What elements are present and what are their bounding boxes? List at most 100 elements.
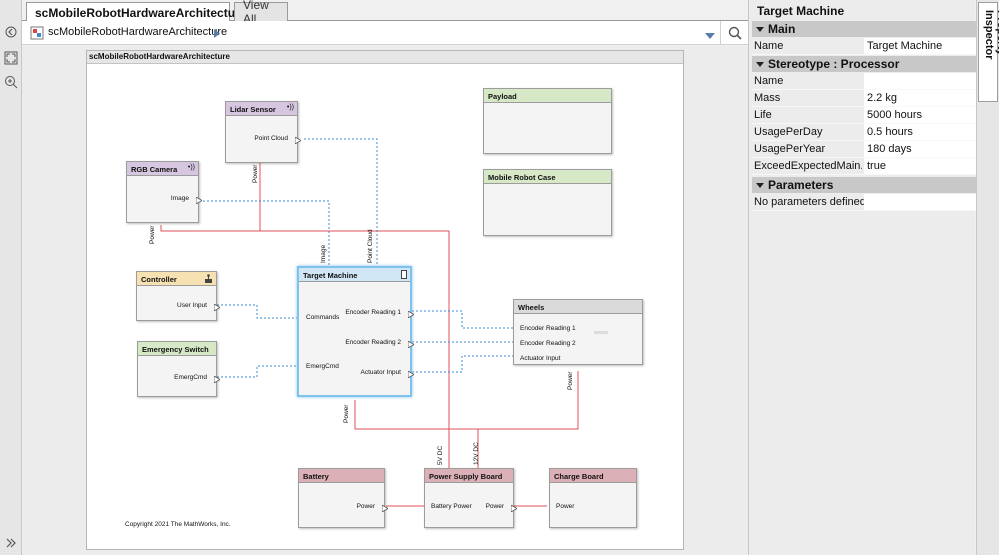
component-title: Charge Board — [550, 469, 636, 483]
property-row: No parameters defined — [752, 194, 976, 211]
port-label: Battery Power — [431, 503, 472, 510]
component-rgb-camera[interactable]: RGB Camera •)) Image — [126, 161, 203, 223]
signal-wire — [203, 200, 330, 266]
port-label: EmergCmd — [174, 374, 207, 381]
section-header: Parameters — [768, 178, 834, 192]
back-icon[interactable] — [3, 24, 19, 40]
component-emergency-switch[interactable]: Emergency Switch EmergCmd — [137, 341, 221, 397]
collapse-icon — [756, 62, 764, 68]
port-label-power: Power — [252, 164, 259, 183]
property-key: ExceedExpectedMain... — [754, 160, 862, 172]
model-icon — [30, 26, 44, 40]
property-key: Life — [754, 109, 772, 121]
signal-wire — [304, 138, 378, 266]
section-header: Stereotype : Processor — [768, 57, 900, 71]
component-power-supply-board[interactable]: Power Supply Board Battery Power Power — [424, 468, 518, 528]
component-title: Payload — [484, 89, 611, 103]
port-label-power: Power — [343, 404, 350, 423]
component-target-machine[interactable]: Target Machine Commands EmergCmd Encoder… — [297, 266, 415, 397]
component-title: Wheels — [514, 300, 642, 314]
property-key: Name — [754, 75, 784, 87]
component-payload[interactable]: Payload — [483, 88, 612, 154]
port-out-icon[interactable] — [381, 503, 389, 515]
sensor-icon: •)) — [286, 104, 294, 111]
property-value[interactable]: 0.5 hours — [864, 124, 976, 140]
property-value[interactable]: 5000 hours — [864, 107, 976, 123]
component-mobile-robot-case[interactable]: Mobile Robot Case — [483, 169, 612, 236]
property-key: No parameters defined — [754, 196, 864, 208]
property-value[interactable]: Target Machine — [864, 38, 976, 54]
chevron-down-icon[interactable] — [705, 30, 715, 42]
property-value[interactable] — [864, 73, 976, 89]
section-main[interactable]: Main — [752, 21, 976, 37]
component-lidar-sensor[interactable]: Lidar Sensor •)) Point Cloud — [225, 101, 302, 163]
port-label: Power — [556, 503, 575, 510]
port-label-12v: 12V DC — [473, 442, 480, 465]
breadcrumb-arrow-icon[interactable] — [214, 29, 220, 41]
port-out-icon[interactable] — [213, 302, 221, 314]
port-out-icon[interactable] — [407, 339, 415, 351]
port-label: Encoder Reading 2 — [345, 339, 401, 346]
component-charge-board[interactable]: Charge Board Power — [549, 468, 637, 528]
breadcrumb-label[interactable]: scMobileRobotHardwareArchitecture — [48, 26, 228, 38]
tab-view-all[interactable]: View All — [234, 0, 288, 26]
component-title: Battery — [299, 469, 384, 483]
port-label: User Input — [177, 302, 207, 309]
port-out-icon[interactable] — [407, 369, 415, 381]
collapse-icon — [756, 27, 764, 33]
port-label: EmergCmd — [306, 363, 339, 370]
processor-icon — [401, 270, 407, 282]
port-label: Actuator Input — [360, 369, 401, 376]
expand-icon[interactable] — [3, 535, 19, 551]
component-title: Lidar Sensor — [226, 102, 297, 116]
copyright-text: Copyright 2021 The MathWorks, Inc. — [125, 521, 231, 528]
property-row: Life 5000 hours — [752, 107, 976, 124]
tab-property-inspector[interactable]: Property Inspector — [978, 2, 999, 102]
property-value — [864, 194, 976, 210]
property-value[interactable]: 180 days — [864, 141, 976, 157]
collapse-icon — [756, 183, 764, 189]
wheel-graphic — [594, 331, 608, 334]
port-label: Power — [356, 503, 375, 510]
port-label-image: Image — [320, 244, 327, 263]
diagram-canvas[interactable]: scMobileRobotHardwareArchitecture — [22, 46, 748, 555]
port-out-icon[interactable] — [195, 195, 203, 207]
component-wheels[interactable]: Wheels Encoder Reading 1 Encoder Reading… — [513, 299, 643, 365]
port-label: Image — [170, 195, 189, 202]
tab-model[interactable]: scMobileRobotHardwareArchitecture — [26, 2, 246, 22]
left-toolbar — [0, 0, 22, 555]
signal-wire — [217, 304, 297, 319]
port-label-5v: 5V DC — [437, 445, 444, 465]
search-icon[interactable] — [720, 21, 748, 45]
signal-wire — [412, 310, 513, 329]
section-parameters[interactable]: Parameters — [752, 177, 976, 193]
component-title: Controller — [137, 272, 216, 286]
power-wire — [160, 225, 450, 470]
port-label: Commands — [306, 314, 340, 321]
port-out-icon[interactable] — [407, 309, 415, 321]
port-label: Power — [485, 503, 504, 510]
port-label: Point Cloud — [254, 135, 288, 142]
port-out-icon[interactable] — [213, 374, 221, 386]
zoom-in-icon[interactable] — [3, 74, 19, 90]
property-key: UsagePerDay — [754, 126, 823, 138]
fit-to-view-icon[interactable] — [3, 50, 19, 66]
port-out-icon[interactable] — [510, 503, 518, 515]
port-label: Encoder Reading 1 — [520, 325, 576, 332]
property-value[interactable]: true — [864, 158, 976, 174]
component-controller[interactable]: Controller User Input — [136, 271, 221, 321]
port-label: Encoder Reading 1 — [345, 309, 401, 316]
section-stereotype[interactable]: Stereotype : Processor — [752, 56, 976, 72]
signal-wire — [412, 355, 513, 373]
component-battery[interactable]: Battery Power — [298, 468, 389, 528]
property-value[interactable]: 2.2 kg — [864, 90, 976, 106]
component-title: RGB Camera — [127, 162, 198, 176]
side-tab-strip: Property Inspector — [976, 0, 999, 555]
connection-wires — [160, 138, 579, 507]
port-out-icon[interactable] — [294, 135, 302, 147]
port-label: Actuator Input — [520, 355, 561, 362]
power-wire — [354, 371, 579, 430]
